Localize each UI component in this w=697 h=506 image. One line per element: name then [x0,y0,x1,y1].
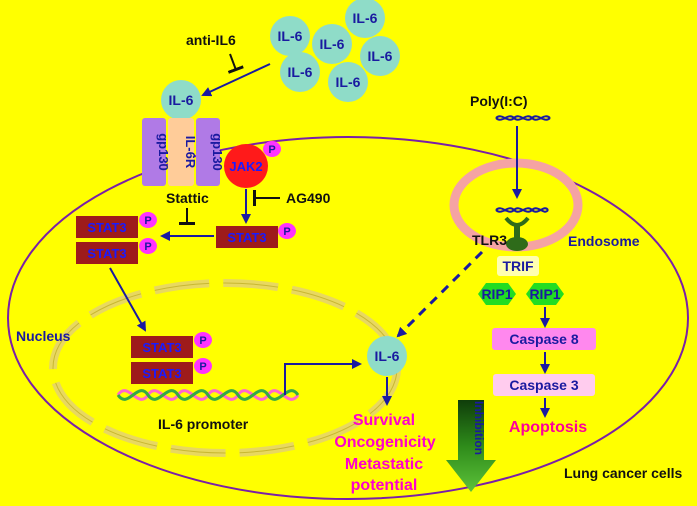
lung-cancer-cells-label: Lung cancer cells [564,465,682,481]
svg-text:IL-6: IL-6 [320,36,345,52]
gp130-left [142,118,166,186]
tlr3-label: TLR3 [472,232,507,248]
phospho-badge: P [263,141,281,157]
rip1-left: RIP1 [478,283,516,305]
outcome-potential: potential [351,477,418,494]
transcription-arrow [284,359,362,395]
outcome-metastatic: Metastatic [345,456,423,473]
phospho-badge: P [278,223,296,239]
svg-text:P: P [199,335,206,347]
svg-text:gp130: gp130 [210,133,225,171]
svg-text:IL-6: IL-6 [353,10,378,26]
svg-text:gp130: gp130 [156,133,171,171]
svg-text:STAT3: STAT3 [142,366,181,381]
svg-text:Inhibition: Inhibition [472,401,486,455]
svg-text:RIP1: RIP1 [481,286,512,302]
svg-text:IL-6R: IL-6R [183,136,198,169]
svg-text:STAT3: STAT3 [227,230,266,245]
tlr3-il6-dashed-arrow [396,250,484,338]
il6-bound-node: IL-6 [161,80,201,120]
cell-membrane [7,136,689,500]
rip1-right: RIP1 [526,283,564,305]
gp130-right [196,118,220,186]
phospho-badge: P [139,212,157,228]
svg-text:P: P [144,215,151,227]
jak2-node: JAK2 [224,144,268,188]
stat3-box: STAT3 [131,336,193,358]
il6-produced-node: IL-6 [367,336,407,376]
anti-il6-inhibition [227,53,244,74]
phospho-badge: P [139,238,157,254]
outcome-survival: Survival [353,412,415,429]
phospho-badge: P [194,332,212,348]
poly-ic-label: Poly(I:C) [470,93,528,109]
svg-text:Caspase 3: Caspase 3 [509,377,578,393]
svg-text:STAT3: STAT3 [87,220,126,235]
svg-text:P: P [283,226,290,238]
il6-node: IL-6 [360,36,400,76]
il6-node: IL-6 [280,52,320,92]
anti-il6-label: anti-IL6 [186,32,236,48]
svg-text:STAT3: STAT3 [87,246,126,261]
outcome-oncogenicity: Oncogenicity [334,434,435,451]
stat3-box: STAT3 [76,216,138,238]
inhibition-arrow: Inhibition [446,400,496,492]
apoptosis-label: Apoptosis [509,419,587,436]
svg-text:IL-6: IL-6 [336,74,361,90]
stattic-label: Stattic [166,190,209,206]
dna-helix [116,389,300,401]
il6-node: IL-6 [345,0,385,38]
caspase3-box: Caspase 3 [493,374,595,396]
svg-text:STAT3: STAT3 [142,340,181,355]
poly-ic-dsrna-icon [495,115,551,121]
svg-text:TRIF: TRIF [502,258,534,274]
tlr3-receptor [504,216,530,251]
ag490-label: AG490 [286,190,331,206]
nucleus-label: Nucleus [16,328,71,344]
svg-text:RIP1: RIP1 [529,286,560,302]
svg-text:IL-6: IL-6 [278,28,303,44]
il6-promoter-label: IL-6 promoter [158,416,249,432]
stat3-nuclear-translocation-arrow [109,267,146,332]
svg-text:P: P [268,144,275,156]
svg-text:P: P [144,241,151,253]
il6r [168,118,194,186]
il6-cluster: IL-6 IL-6 IL-6 IL-6 IL-6 IL-6 [270,0,400,102]
caspase8-box: Caspase 8 [492,328,596,350]
stat3-box: STAT3 [131,362,193,384]
svg-text:P: P [199,361,206,373]
svg-text:IL-6: IL-6 [169,92,194,108]
svg-text:Caspase 8: Caspase 8 [509,331,578,347]
endosome-label: Endosome [568,233,640,249]
svg-text:IL-6: IL-6 [375,348,400,364]
il6-binding-arrow [201,63,271,97]
svg-text:IL-6: IL-6 [368,48,393,64]
svg-text:JAK2: JAK2 [229,159,262,174]
svg-text:IL-6: IL-6 [288,64,313,80]
il6-node: IL-6 [312,24,352,64]
stat3-box: STAT3 [76,242,138,264]
receptor-complex: gp130 IL-6R gp130 [142,118,225,186]
phospho-badge: P [194,358,212,374]
dsrna-bound-icon [495,207,549,213]
stat3-box: STAT3 [216,226,278,248]
il6-node: IL-6 [270,16,310,56]
trif-box: TRIF [497,256,539,276]
il6-node: IL-6 [328,62,368,102]
